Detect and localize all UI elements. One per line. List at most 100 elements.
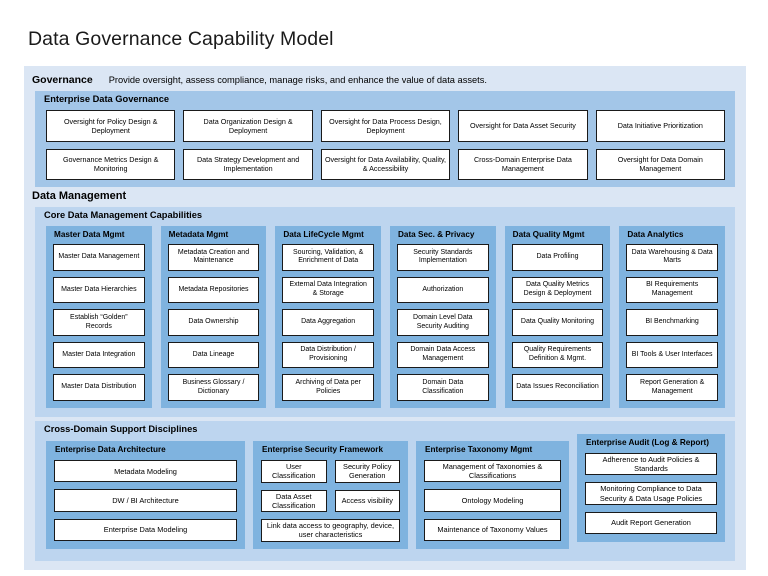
core-column-master-data-mgmt: Master Data Mgmt Master Data Management …: [46, 226, 152, 408]
cross-capability-box[interactable]: Maintenance of Taxonomy Values: [424, 518, 561, 541]
governance-capability-box[interactable]: Data Strategy Development and Implementa…: [183, 148, 313, 180]
cross-capability-box[interactable]: DW / BI Architecture: [54, 489, 237, 512]
cross-column-title: Enterprise Security Framework: [262, 445, 384, 454]
core-capability-box[interactable]: BI Tools & User Interfaces: [626, 341, 718, 369]
core-capability-box[interactable]: Master Data Hierarchies: [53, 276, 145, 304]
security-row-1: User Classification Security Policy Gene…: [261, 460, 400, 483]
cross-column-items: Adherence to Audit Policies & Standards …: [585, 453, 717, 534]
core-capability-box[interactable]: Quality Requirements Definition & Mgmt.: [511, 341, 604, 369]
governance-capability-box[interactable]: Oversight for Data Availability, Quality…: [320, 148, 451, 180]
governance-capability-box[interactable]: Oversight for Policy Design & Deployment: [46, 110, 176, 142]
core-capability-box[interactable]: Data Distribution / Provisioning: [282, 341, 374, 369]
core-column-items: Data Profiling Data Quality Metrics Desi…: [511, 244, 604, 401]
core-capability-box[interactable]: Data Aggregation: [282, 309, 374, 336]
core-column-items: Sourcing, Validation, & Enrichment of Da…: [282, 244, 374, 401]
core-column-title: Metadata Mgmt: [168, 230, 229, 239]
cross-column-title: Enterprise Data Architecture: [55, 445, 166, 454]
core-capability-box[interactable]: Data Issues Reconciliation: [511, 374, 604, 401]
governance-capability-grid: Oversight for Policy Design & Deployment…: [46, 110, 725, 180]
core-capability-box[interactable]: Data Profiling: [511, 244, 604, 271]
cross-capability-box[interactable]: Link data access to geography, device, u…: [261, 519, 400, 542]
cross-capability-box[interactable]: Data Asset Classification: [261, 489, 327, 513]
governance-capability-box[interactable]: Oversight for Data Asset Security: [458, 110, 588, 142]
cross-column-enterprise-audit: Enterprise Audit (Log & Report) Adherenc…: [577, 434, 725, 542]
core-capability-box[interactable]: Data Warehousing & Data Marts: [626, 244, 718, 271]
governance-header: Governance Provide oversight, assess com…: [32, 72, 738, 88]
core-capability-box[interactable]: Archiving of Data per Policies: [282, 374, 374, 401]
core-column-title: Master Data Mgmt: [54, 230, 125, 239]
core-capability-box[interactable]: Domain Level Data Security Auditing: [396, 309, 489, 336]
core-column-items: Security Standards Implementation Author…: [396, 244, 489, 401]
core-column-data-quality-mgmt: Data Quality Mgmt Data Profiling Data Qu…: [504, 226, 611, 408]
governance-capability-box[interactable]: Data Initiative Prioritization: [595, 110, 725, 142]
cross-capability-box[interactable]: Security Policy Generation: [334, 460, 400, 483]
enterprise-data-governance-panel: Enterprise Data Governance Oversight for…: [35, 91, 735, 187]
core-capability-box[interactable]: Security Standards Implementation: [396, 244, 489, 271]
cross-domain-support-title: Cross-Domain Support Disciplines: [44, 424, 198, 434]
governance-label: Governance: [32, 74, 93, 86]
governance-capability-box[interactable]: Data Organization Design & Deployment: [183, 110, 313, 142]
core-capability-box[interactable]: BI Benchmarking: [626, 309, 718, 336]
core-columns: Master Data Mgmt Master Data Management …: [46, 226, 725, 408]
core-capability-box[interactable]: Authorization: [396, 276, 489, 304]
core-column-data-sec-privacy: Data Sec. & Privacy Security Standards I…: [389, 226, 496, 408]
cross-column-enterprise-taxonomy-mgmt: Enterprise Taxonomy Mgmt Management of T…: [416, 441, 569, 549]
core-capability-box[interactable]: BI Requirements Management: [626, 276, 718, 304]
cross-column-enterprise-data-architecture: Enterprise Data Architecture Metadata Mo…: [46, 441, 245, 549]
model-container: Governance Provide oversight, assess com…: [24, 66, 746, 570]
core-capability-box[interactable]: Master Data Management: [53, 244, 145, 271]
core-column-title: Data Sec. & Privacy: [397, 230, 475, 239]
core-capability-box[interactable]: Data Ownership: [167, 309, 260, 336]
core-capability-box[interactable]: External Data Integration & Storage: [282, 276, 374, 304]
cross-capability-box[interactable]: Metadata Modeling: [54, 460, 237, 483]
core-capability-box[interactable]: Sourcing, Validation, & Enrichment of Da…: [282, 244, 374, 271]
security-row-2: Data Asset Classification Access visibil…: [261, 489, 400, 513]
core-column-title: Data Quality Mgmt: [512, 230, 585, 239]
cross-capability-box[interactable]: Management of Taxonomies & Classificatio…: [424, 460, 561, 483]
core-column-metadata-mgmt: Metadata Mgmt Metadata Creation and Main…: [160, 226, 267, 408]
governance-capability-box[interactable]: Oversight for Data Domain Management: [595, 148, 725, 180]
core-capability-box[interactable]: Metadata Creation and Maintenance: [167, 244, 260, 271]
core-capability-box[interactable]: Domain Data Access Management: [396, 341, 489, 369]
core-capability-box[interactable]: Domain Data Classification: [396, 374, 489, 401]
core-capability-box[interactable]: Business Glossary / Dictionary: [167, 374, 260, 401]
core-column-title: Data LifeCycle Mgmt: [283, 230, 364, 239]
cross-capability-box[interactable]: Adherence to Audit Policies & Standards: [585, 453, 717, 476]
governance-capability-box[interactable]: Governance Metrics Design & Monitoring: [46, 148, 176, 180]
core-capability-box[interactable]: Data Lineage: [167, 341, 260, 369]
cross-column-title: Enterprise Taxonomy Mgmt: [425, 445, 533, 454]
core-capability-box[interactable]: Master Data Integration: [53, 341, 145, 369]
core-column-items: Metadata Creation and Maintenance Metada…: [167, 244, 260, 401]
core-data-management-title: Core Data Management Capabilities: [44, 210, 203, 220]
core-data-management-panel: Core Data Management Capabilities Master…: [35, 207, 735, 417]
cross-column-enterprise-security-framework: Enterprise Security Framework User Class…: [253, 441, 408, 549]
core-column-items: Master Data Management Master Data Hiera…: [53, 244, 145, 401]
core-capability-box[interactable]: Report Generation & Management: [626, 374, 718, 401]
governance-description: Provide oversight, assess compliance, ma…: [108, 75, 487, 85]
cross-capability-box[interactable]: Audit Report Generation: [585, 511, 717, 534]
page-title: Data Governance Capability Model: [28, 28, 334, 50]
cross-capability-box[interactable]: User Classification: [261, 460, 327, 483]
core-column-data-analytics: Data Analytics Data Warehousing & Data M…: [619, 226, 725, 408]
core-capability-box[interactable]: Master Data Distribution: [53, 374, 145, 401]
governance-capability-box[interactable]: Cross-Domain Enterprise Data Management: [458, 148, 588, 180]
core-capability-box[interactable]: Data Quality Metrics Design & Deployment: [511, 276, 604, 304]
data-management-label: Data Management: [32, 190, 127, 202]
enterprise-data-governance-title: Enterprise Data Governance: [44, 94, 170, 104]
cross-capability-box[interactable]: Access visibility: [334, 489, 400, 513]
cross-capability-box[interactable]: Monitoring Compliance to Data Security &…: [585, 482, 717, 505]
cross-column-items: Management of Taxonomies & Classificatio…: [424, 460, 561, 541]
core-capability-box[interactable]: Establish “Golden” Records: [53, 309, 145, 336]
core-capability-box[interactable]: Data Quality Monitoring: [511, 309, 604, 336]
core-column-data-lifecycle-mgmt: Data LifeCycle Mgmt Sourcing, Validation…: [275, 226, 381, 408]
cross-capability-box[interactable]: Ontology Modeling: [424, 489, 561, 512]
core-column-items: Data Warehousing & Data Marts BI Require…: [626, 244, 718, 401]
cross-capability-box[interactable]: Enterprise Data Modeling: [54, 518, 237, 541]
core-column-title: Data Analytics: [627, 230, 684, 239]
governance-capability-box[interactable]: Oversight for Data Process Design, Deplo…: [320, 110, 451, 142]
cross-column-items: Metadata Modeling DW / BI Architecture E…: [54, 460, 237, 541]
cross-domain-columns: Enterprise Data Architecture Metadata Mo…: [46, 434, 725, 553]
cross-column-items: User Classification Security Policy Gene…: [261, 460, 400, 542]
core-capability-box[interactable]: Metadata Repositories: [167, 276, 260, 304]
